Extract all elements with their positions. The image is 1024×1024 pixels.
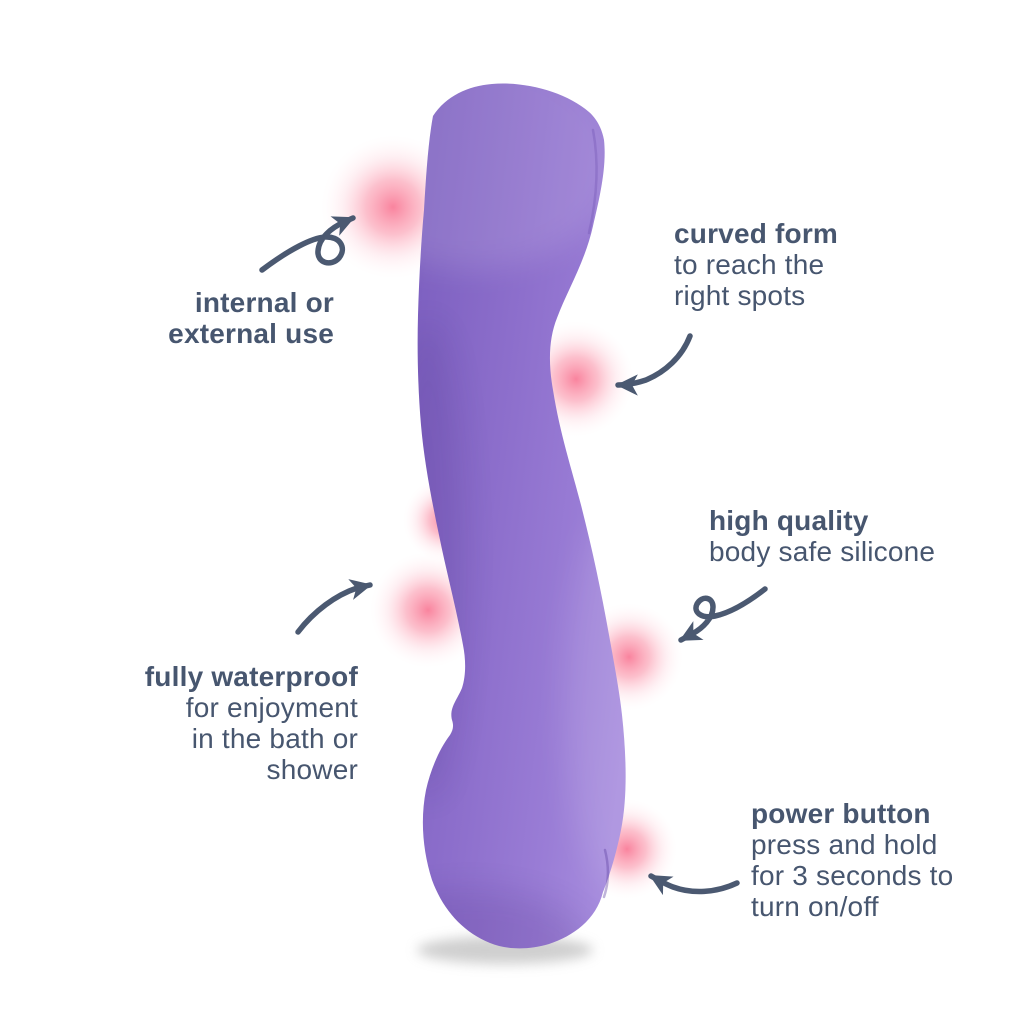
callout-body-line: for 3 seconds to [751, 860, 954, 891]
callout-body-line: turn on/off [751, 891, 879, 922]
callout-body-line: body safe silicone [709, 536, 936, 567]
callout-title-line: power button [751, 798, 931, 829]
callout-title-line: internal or [194, 287, 334, 318]
product-body [417, 83, 626, 949]
arrow-fully-waterproof [295, 579, 373, 635]
callout-internal-external-use: internal or external use [168, 287, 334, 349]
callout-title-line: high quality [709, 505, 869, 536]
arrow-curved-form [615, 333, 693, 396]
callout-title-line: curved form [674, 218, 839, 249]
callout-high-quality: high quality body safe silicone [709, 505, 935, 567]
arrow-high-quality [678, 586, 768, 643]
callout-body-line: right spots [674, 280, 806, 311]
arrow-power-button [648, 873, 740, 896]
head-crease-line [587, 128, 598, 235]
callout-power-button: power button press and hold for 3 second… [751, 798, 953, 922]
annotation-arrows [259, 215, 768, 896]
callout-title-line: fully waterproof [144, 661, 358, 692]
callout-fully-waterproof: fully waterproof for enjoyment in the ba… [145, 661, 358, 785]
callout-body-line: in the bath or [191, 723, 358, 754]
arrow-internal-external-use [259, 215, 356, 273]
callout-body-line: for enjoyment [185, 692, 358, 723]
callout-body-line: press and hold [751, 829, 938, 860]
callout-title-line: external use [168, 318, 334, 349]
callout-body-line: shower [266, 754, 358, 785]
callout-body-line: to reach the [674, 249, 825, 280]
power-button-seam [602, 848, 610, 899]
callout-curved-form: curved form to reach the right spots [674, 218, 838, 311]
